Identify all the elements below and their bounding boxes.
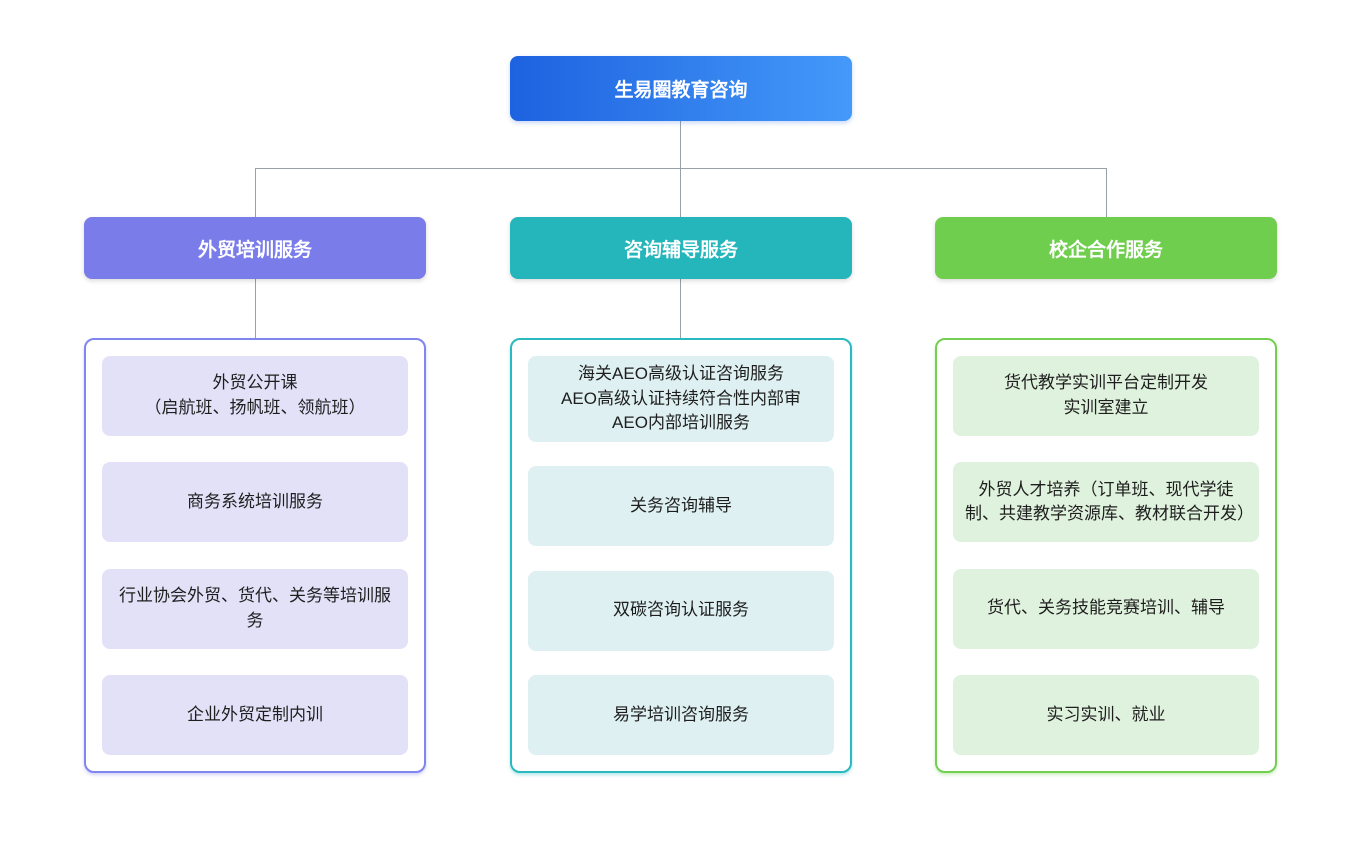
leaf-item: 商务系统培训服务	[102, 462, 408, 543]
branch-header-school-enterprise: 校企合作服务	[935, 217, 1277, 279]
leaf-item: 外贸人才培养（订单班、现代学徒制、共建教学资源库、教材联合开发）	[953, 462, 1259, 543]
leaf-item: 外贸公开课 （启航班、扬帆班、领航班）	[102, 356, 408, 436]
connector-branch-drop-3	[1106, 168, 1107, 217]
connector-header-to-container-1	[255, 279, 256, 338]
leaf-item: 双碳咨询认证服务	[528, 570, 834, 651]
leaf-item: 行业协会外贸、货代、关务等培训服务	[102, 568, 408, 649]
connector-root-drop	[680, 121, 681, 168]
leaf-item: 货代教学实训平台定制开发 实训室建立	[953, 356, 1259, 436]
branch-header-consulting: 咨询辅导服务	[510, 217, 852, 279]
branch-header-trade-training: 外贸培训服务	[84, 217, 426, 279]
root-node: 生易圈教育咨询	[510, 56, 852, 121]
leaf-item: 海关AEO高级认证咨询服务 AEO高级认证持续符合性内部审 AEO内部培训服务	[528, 356, 834, 442]
leaf-item: 关务咨询辅导	[528, 466, 834, 547]
root-node-label: 生易圈教育咨询	[614, 80, 748, 101]
branch-header-label: 校企合作服务	[1048, 239, 1163, 261]
connector-branch-drop-2	[680, 168, 681, 217]
leaf-item: 实习实训、就业	[953, 674, 1259, 755]
connector-header-to-container-2	[680, 279, 681, 338]
leaf-item: 企业外贸定制内训	[102, 674, 408, 755]
leaf-item: 易学培训咨询服务	[528, 675, 834, 755]
leaf-item: 货代、关务技能竞赛培训、辅导	[953, 568, 1259, 649]
branch-container-consulting: 海关AEO高级认证咨询服务 AEO高级认证持续符合性内部审 AEO内部培训服务 …	[510, 338, 852, 773]
branch-header-label: 外贸培训服务	[197, 239, 312, 261]
connector-branch-drop-1	[255, 168, 256, 217]
branch-header-label: 咨询辅导服务	[623, 239, 738, 261]
branch-container-trade-training: 外贸公开课 （启航班、扬帆班、领航班） 商务系统培训服务 行业协会外贸、货代、关…	[84, 338, 426, 773]
branch-container-school-enterprise: 货代教学实训平台定制开发 实训室建立 外贸人才培养（订单班、现代学徒制、共建教学…	[935, 338, 1277, 773]
